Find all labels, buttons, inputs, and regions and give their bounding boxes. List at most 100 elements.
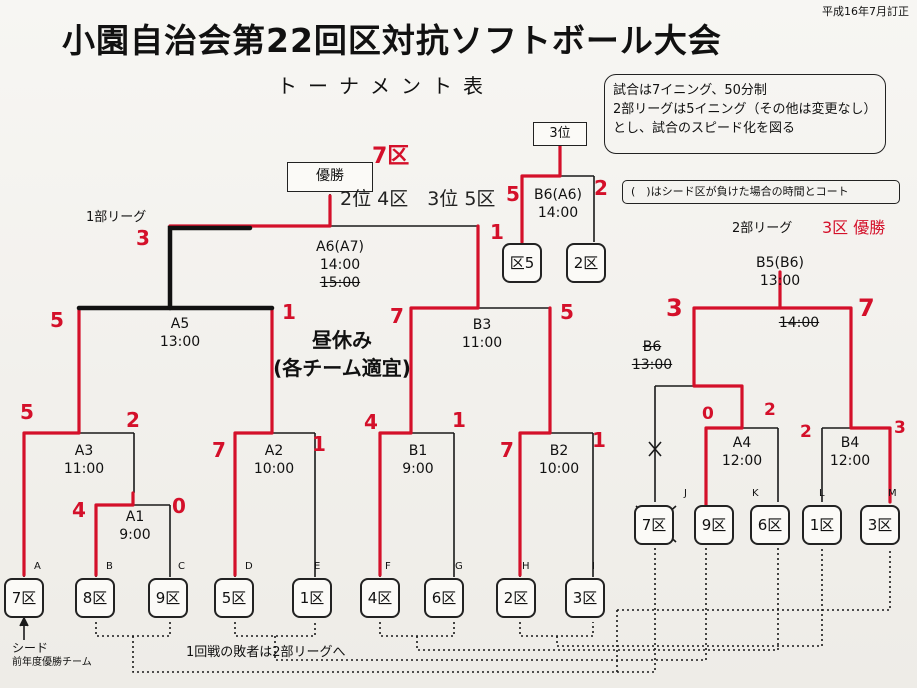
match-time: 9:00	[402, 461, 434, 477]
team-box-b: 8区	[75, 578, 115, 618]
team-box-l: 6区	[750, 505, 790, 545]
match-name: B6(A6)	[534, 187, 582, 203]
third-place-team-2: 2区	[566, 243, 606, 283]
slot-c: C	[178, 561, 185, 572]
match-b5: B5(B6) 13:00 14:00	[740, 254, 820, 332]
match-name: A3	[74, 443, 94, 459]
score-a6-right: 1	[490, 220, 504, 244]
page-subtitle: トーナメント表	[277, 74, 494, 98]
match-time: 11:00	[63, 461, 105, 477]
score-b3-right: 5	[560, 300, 574, 324]
match-name: A4	[732, 435, 752, 451]
third-place-team-1: 区5	[502, 243, 542, 283]
match-a2: A2 10:00	[234, 442, 314, 478]
match-name: B3	[472, 317, 492, 333]
score-a2-right: 1	[312, 432, 326, 456]
ranking-handwritten: 2位 4区 3位 5区	[340, 188, 496, 210]
match-time: 13:00	[159, 334, 201, 350]
match-old-time: 15:00	[319, 275, 361, 291]
score-b2-left: 7	[500, 438, 514, 462]
match-a1: A1 9:00	[95, 508, 175, 544]
team-box-e: 1区	[292, 578, 332, 618]
slot-b: B	[106, 561, 113, 572]
seed-description: 前年度優勝チーム	[12, 657, 92, 668]
slot-j: J	[684, 488, 687, 499]
team-box-i: 3区	[565, 578, 605, 618]
slot-h: H	[522, 561, 530, 572]
slot-d: D	[245, 561, 253, 572]
match-time: 10:00	[538, 461, 580, 477]
champion-handwritten: 7区	[372, 144, 410, 169]
third-place-box: 3位	[533, 122, 587, 146]
match-time: 12:00	[721, 453, 763, 469]
team-box-c: 9区	[148, 578, 188, 618]
match-a5: A5 13:00	[140, 315, 220, 351]
slot-m: M	[888, 488, 897, 499]
match-time: 14:00	[319, 257, 361, 273]
team-box-h: 2区	[496, 578, 536, 618]
team-box-d: 5区	[214, 578, 254, 618]
score-a3-right: 2	[126, 408, 140, 432]
match-name: A6(A7)	[316, 239, 364, 255]
match-time: 9:00	[119, 527, 151, 543]
match-time: 14:00	[537, 205, 579, 221]
score-b6-left: 5	[506, 182, 520, 206]
match-a4: A4 12:00	[702, 434, 782, 470]
score-b2-right: 1	[592, 428, 606, 452]
match-name: A5	[170, 316, 190, 332]
score-a1-left: 4	[72, 498, 86, 522]
match-b6: B6(A6) 14:00	[518, 186, 598, 222]
match-time: 12:00	[829, 453, 871, 469]
match-time: 10:00	[253, 461, 295, 477]
match-name: A1	[125, 509, 145, 525]
match-a3: A3 11:00	[44, 442, 124, 478]
match-name: B1	[408, 443, 428, 459]
match-time: 13:00	[759, 273, 801, 289]
champion-box: 優勝	[287, 162, 373, 192]
lunch-line-2: (各チーム適宜)	[273, 356, 411, 380]
league1-label: 1部リーグ	[86, 210, 147, 225]
match-name: B2	[549, 443, 569, 459]
lunch-line-1: 昼休み	[312, 328, 372, 352]
league2-winner-handwritten: 3区 優勝	[822, 218, 886, 237]
slot-l: L	[819, 488, 825, 499]
slot-e: E	[314, 561, 321, 572]
team-box-n: 3区	[860, 505, 900, 545]
losers-note: 1回戦の敗者は2部リーグへ	[186, 645, 346, 660]
score-a4-left: 0	[702, 404, 714, 424]
rule-line-3: とし、試合のスピード化を図る	[613, 121, 796, 136]
match-name: B5(B6)	[756, 255, 804, 271]
score-a5-left: 5	[50, 308, 64, 332]
match-b2: B2 10:00	[519, 442, 599, 478]
score-b3-left: 7	[390, 304, 404, 328]
team-box-a: 7区	[4, 578, 44, 618]
match-old-time: 13:00	[631, 357, 673, 373]
match-b1: B1 9:00	[378, 442, 458, 478]
score-a5-right: 1	[282, 300, 296, 324]
rule-line-2: 2部リーグは5イニング（その他は変更なし）	[613, 102, 877, 117]
score-a3-left: 5	[20, 400, 34, 424]
match-name: A2	[264, 443, 284, 459]
rules-box: 試合は7イニング、50分制 2部リーグは5イニング（その他は変更なし） とし、試…	[604, 74, 886, 154]
slot-k: K	[752, 488, 759, 499]
match-a6: A6(A7) 14:00 15:00	[290, 238, 390, 292]
score-b5-right: 7	[858, 294, 875, 322]
score-a6-left: 3	[136, 226, 150, 250]
revision-date: 平成16年7月訂正	[822, 5, 909, 18]
score-b1-right: 1	[452, 408, 466, 432]
score-a2-left: 7	[212, 438, 226, 462]
slot-g: G	[455, 561, 463, 572]
slot-a: A	[34, 561, 41, 572]
match-time: 11:00	[461, 335, 503, 351]
team-box-g: 6区	[424, 578, 464, 618]
score-a1-right: 0	[172, 494, 186, 518]
league2-label: 2部リーグ	[732, 221, 793, 236]
score-b4-left: 2	[800, 422, 812, 442]
slot-i: I	[592, 561, 595, 572]
match-old-time: 14:00	[778, 315, 820, 331]
score-a4-right: 2	[764, 400, 776, 420]
